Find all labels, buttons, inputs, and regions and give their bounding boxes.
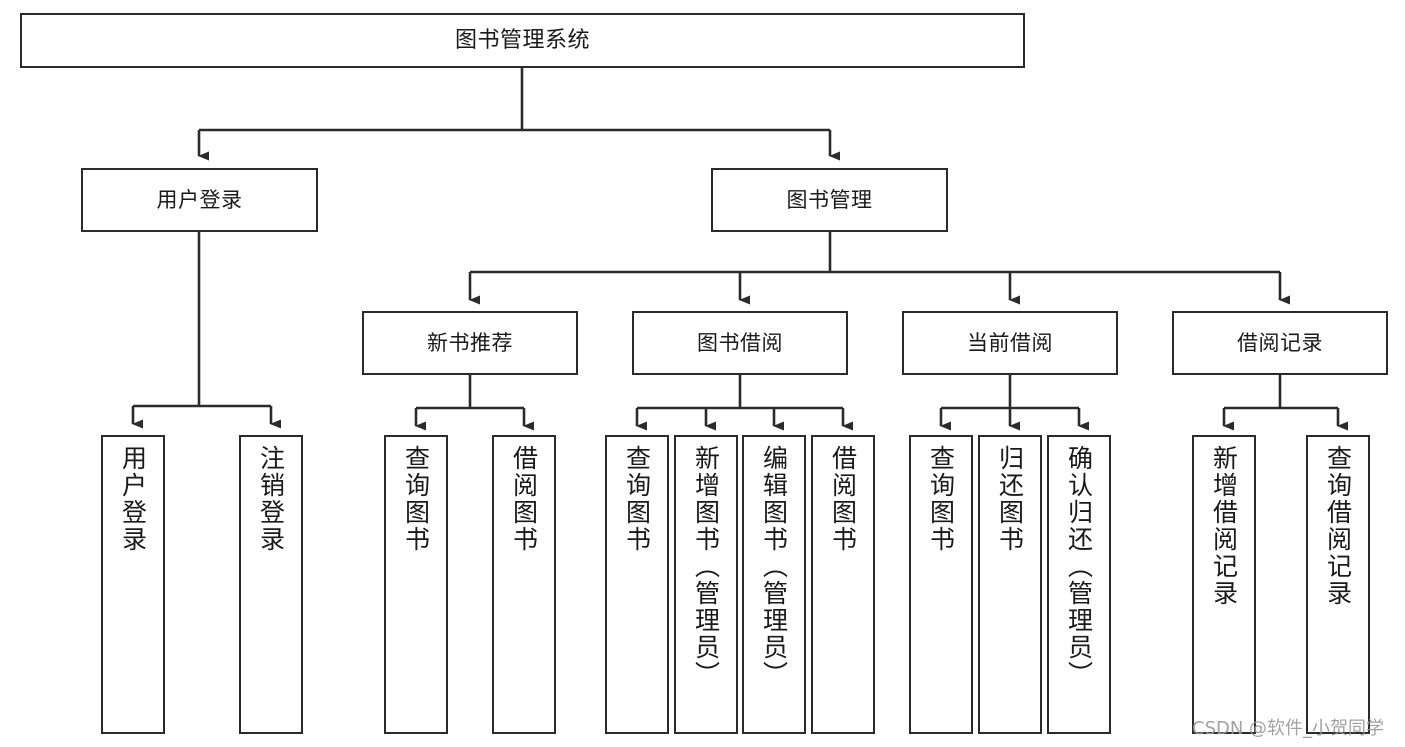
node-user-login[interactable]: 用户登录: [81, 168, 318, 232]
node-label: 新增借阅记录: [1209, 445, 1239, 607]
leaf-query-book-newbook[interactable]: 查询图书: [384, 435, 448, 734]
node-label: 借阅图书: [828, 445, 858, 553]
leaf-borrow-book-borrow[interactable]: 借阅图书: [811, 435, 875, 734]
node-label: 图书管理系统: [454, 27, 590, 53]
leaf-query-book-borrow[interactable]: 查询图书: [605, 435, 669, 734]
leaf-borrow-book-newbook[interactable]: 借阅图书: [492, 435, 556, 734]
leaf-confirm-return-admin[interactable]: 确认归还（管理员）: [1047, 435, 1111, 734]
node-label: 借阅图书: [509, 445, 539, 553]
node-label: 编辑图书（管理员）: [759, 445, 789, 688]
node-label: 当前借阅: [967, 330, 1053, 355]
node-label: 新增图书（管理员）: [691, 445, 721, 688]
leaf-query-book-current[interactable]: 查询图书: [909, 435, 973, 734]
node-new-book-recommend[interactable]: 新书推荐: [362, 311, 578, 375]
leaf-add-book-admin[interactable]: 新增图书（管理员）: [674, 435, 738, 734]
leaf-user-login[interactable]: 用户登录: [101, 435, 165, 734]
node-root-book-management-system[interactable]: 图书管理系统: [20, 13, 1025, 68]
node-label: 查询借阅记录: [1323, 445, 1353, 607]
node-label: 注销登录: [256, 445, 286, 553]
leaf-add-borrow-record[interactable]: 新增借阅记录: [1192, 435, 1256, 734]
node-current-borrow[interactable]: 当前借阅: [902, 311, 1118, 375]
node-label: 用户登录: [156, 187, 243, 212]
node-label: 图书借阅: [697, 330, 783, 355]
node-label: 查询图书: [926, 445, 956, 553]
leaf-edit-book-admin[interactable]: 编辑图书（管理员）: [742, 435, 806, 734]
node-label: 借阅记录: [1237, 330, 1323, 355]
leaf-logout[interactable]: 注销登录: [239, 435, 303, 734]
node-label: 图书管理: [786, 187, 873, 212]
node-borrow-record[interactable]: 借阅记录: [1172, 311, 1388, 375]
leaf-query-borrow-record[interactable]: 查询借阅记录: [1306, 435, 1370, 734]
node-book-manage[interactable]: 图书管理: [711, 168, 948, 232]
leaf-return-book[interactable]: 归还图书: [978, 435, 1042, 734]
node-label: 查询图书: [401, 445, 431, 553]
node-book-borrow[interactable]: 图书借阅: [632, 311, 848, 375]
node-label: 新书推荐: [427, 330, 513, 355]
node-label: 查询图书: [622, 445, 652, 553]
node-label: 用户登录: [118, 445, 148, 553]
node-label: 归还图书: [995, 445, 1025, 553]
node-label: 确认归还（管理员）: [1064, 445, 1094, 688]
